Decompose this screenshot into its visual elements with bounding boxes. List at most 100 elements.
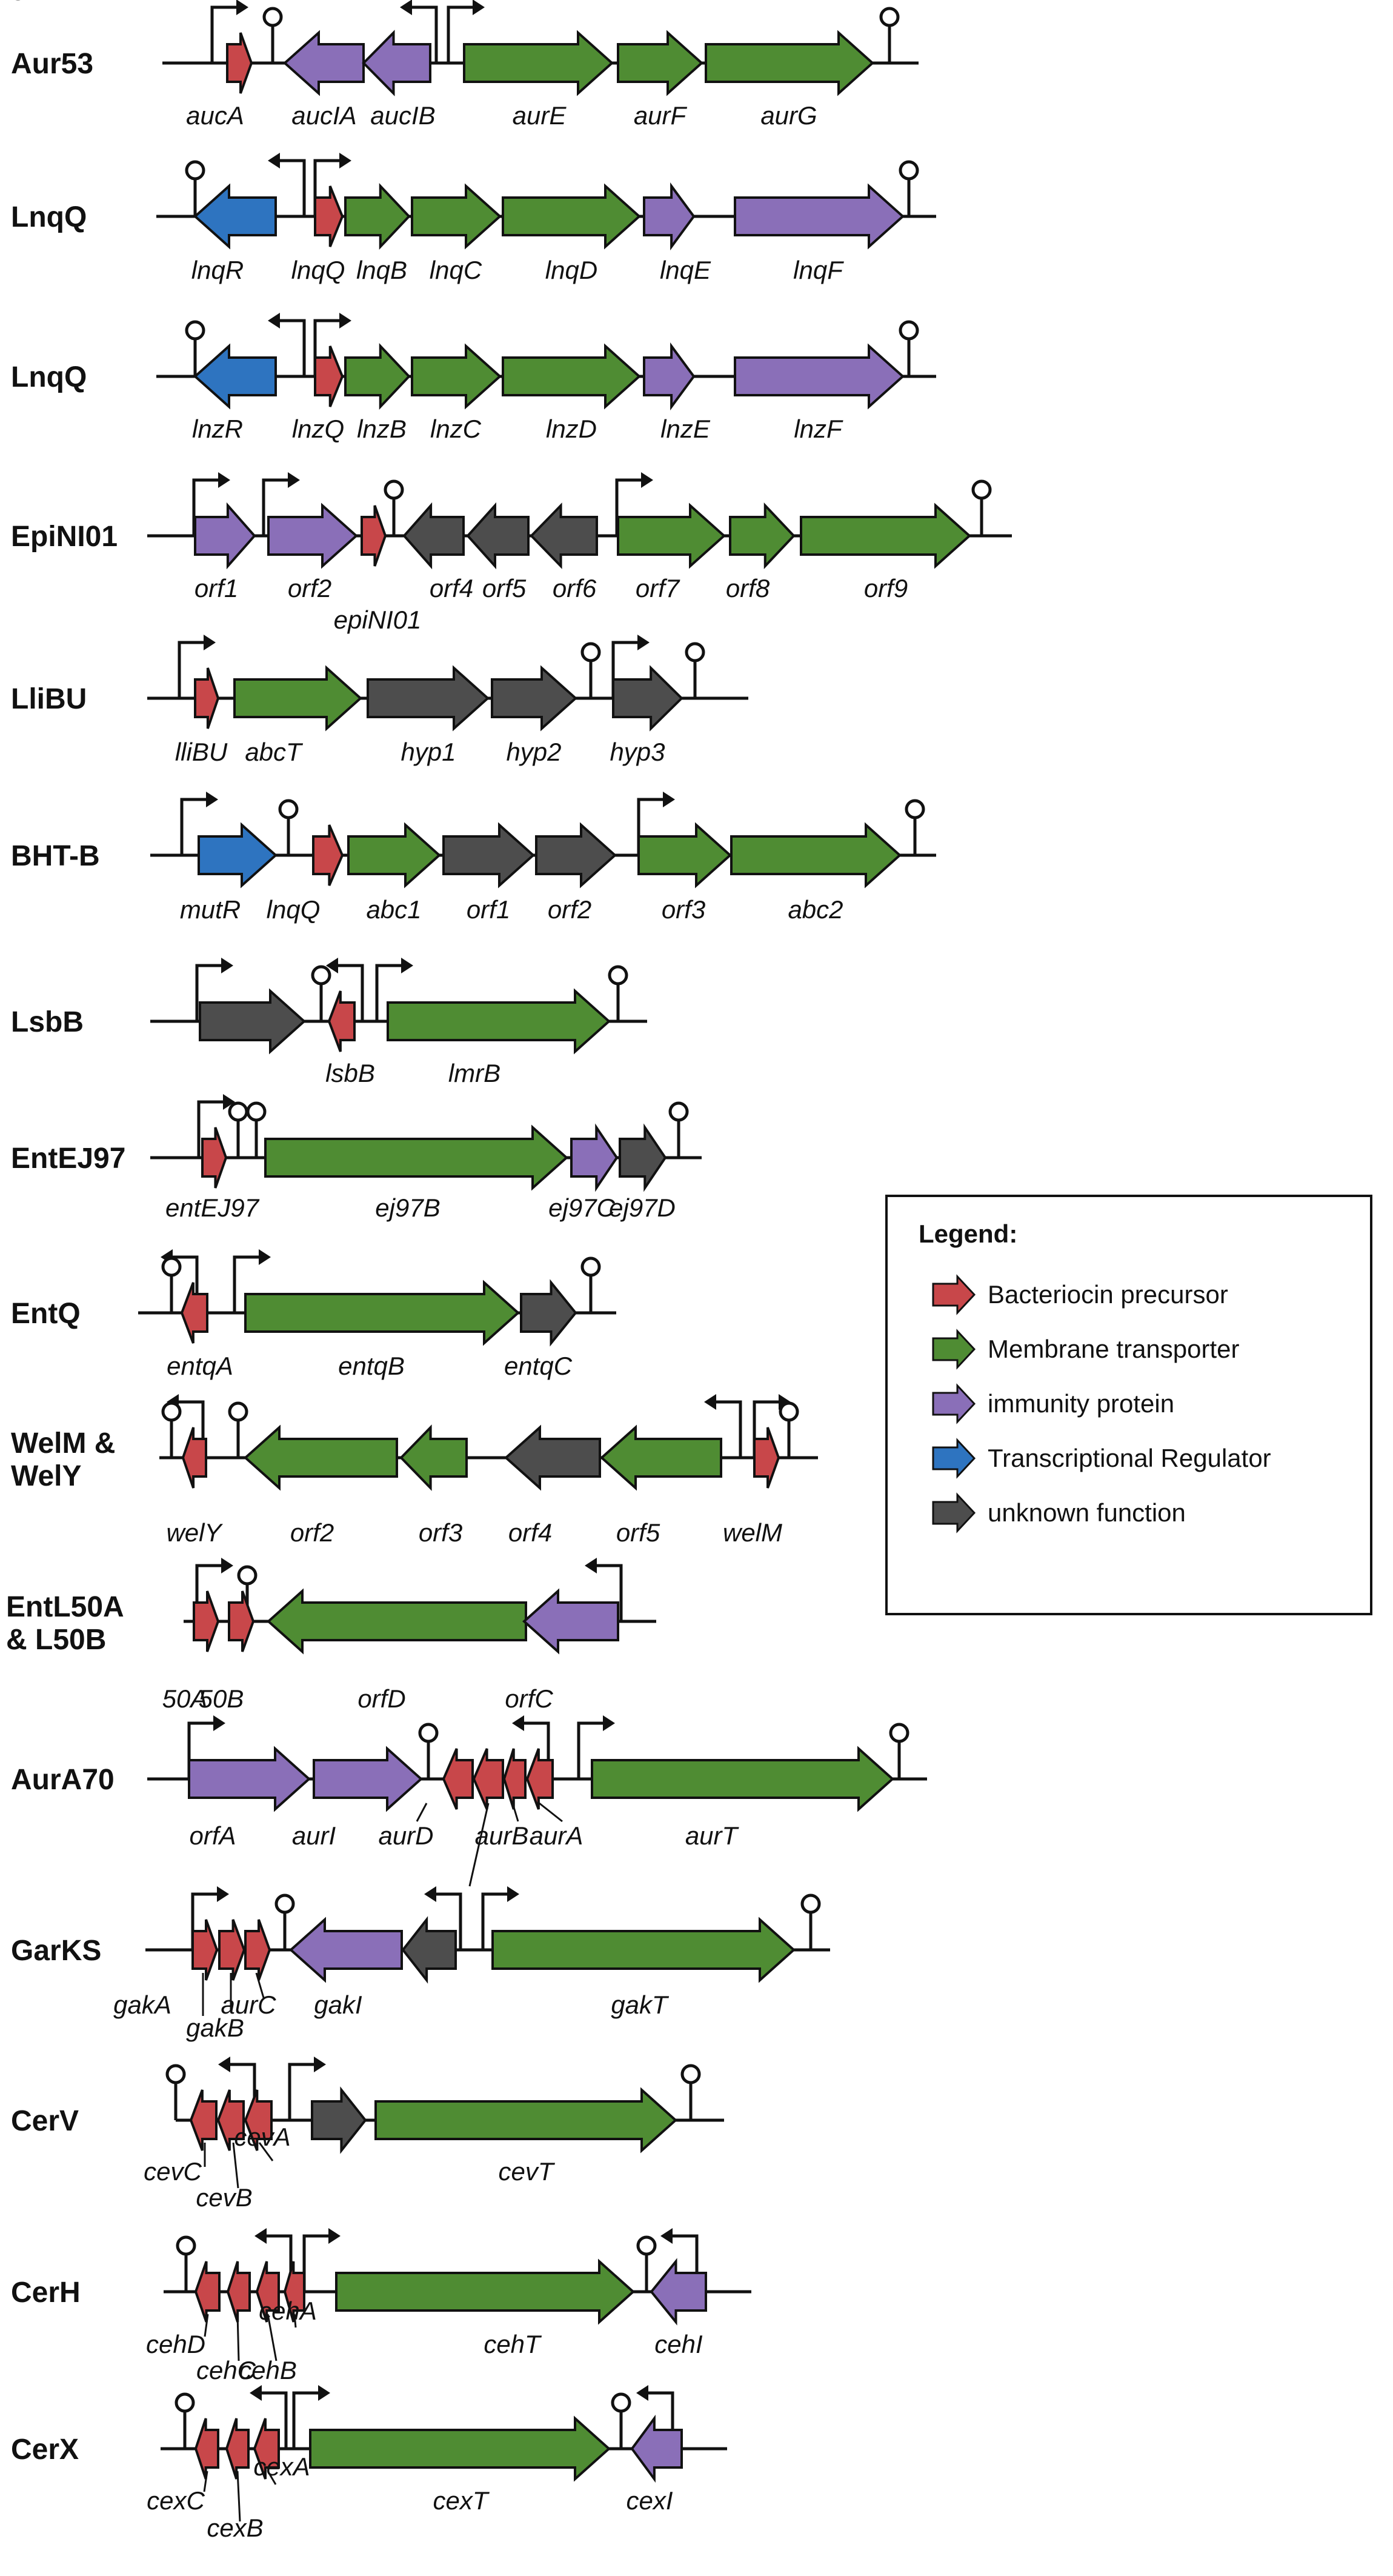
terminator-loop	[246, 1101, 267, 1122]
gene-arrow-cexA	[253, 2418, 280, 2480]
cluster-name: CerV	[11, 2105, 79, 2137]
gene-arrow-cehD	[194, 2261, 221, 2323]
gene-arrow-unnamed	[199, 988, 307, 1055]
gene-label: cevB	[196, 2183, 252, 2212]
gene-label: cehI	[654, 2330, 703, 2358]
gene-label: aurA	[530, 1821, 583, 1850]
label-leader-line	[539, 1802, 563, 1823]
gene-label: gakA	[113, 1990, 171, 2019]
terminator-loop	[228, 1401, 248, 1422]
legend-swatch-immunity	[932, 1383, 976, 1424]
label-leader-line	[267, 2314, 278, 2361]
gene-arrow-cehT	[335, 2258, 636, 2325]
label-leader-line	[203, 2471, 208, 2492]
gene-arrow-cevB	[216, 2089, 245, 2151]
promoter-arrowhead	[221, 958, 233, 973]
gene-arrow-unnamed	[401, 1916, 457, 1984]
gene-arrow-aucIB	[362, 30, 431, 96]
promoter-arrowhead	[236, 0, 248, 15]
gene-label: lnzC	[430, 415, 482, 443]
terminator-loop	[889, 1723, 909, 1743]
gene-arrow-cevT	[374, 2087, 678, 2154]
gene-label: welM	[723, 1518, 782, 1547]
gene-arrow-gakA	[191, 1919, 219, 1981]
gene-label: aurD	[378, 1821, 433, 1850]
label-leader-line	[468, 1803, 490, 1887]
gene-arrow-orf5	[466, 502, 530, 570]
gene-label: ej97B	[375, 1193, 440, 1222]
gene-label: orf9	[864, 574, 908, 602]
gene-arrow-lnqD	[502, 183, 642, 250]
gene-label: lnqQ	[267, 895, 321, 924]
gene-label: hyp2	[506, 738, 561, 766]
gene-arrow-ej97C	[570, 1123, 619, 1192]
promoter-arrowhead	[254, 2228, 267, 2244]
promoter-arrow	[375, 964, 401, 1021]
gene-label: entqC	[504, 1352, 573, 1380]
gene-label: 50B	[199, 1684, 244, 1713]
gene-arrow-gakB	[218, 1919, 246, 1981]
cluster-name: WelY	[11, 1460, 81, 1492]
terminator-loop	[971, 479, 992, 500]
promoter-arrow	[436, 1892, 462, 1950]
terminator-loop	[228, 1101, 248, 1122]
terminator-loop	[175, 2392, 195, 2413]
promoter-arrow	[280, 319, 306, 376]
promoter-arrow	[481, 1892, 507, 1950]
gene-label: abcT	[245, 738, 304, 766]
gene-label: abc1	[366, 895, 421, 924]
gene-arrow-50B	[228, 1590, 255, 1652]
gene-arrow-entqA	[180, 1282, 208, 1344]
legend-label: Membrane transporter	[988, 1335, 1240, 1363]
promoter-arrowhead	[636, 2385, 648, 2401]
gene-arrow-lnzF	[734, 343, 905, 410]
legend-swatch-regulator	[932, 1438, 976, 1479]
gene-arrow-ej97D	[619, 1123, 667, 1192]
gene-arrow-cehI	[650, 2258, 707, 2326]
gene-label: lnzE	[660, 415, 711, 443]
cluster-name: BHT-B	[11, 840, 100, 872]
promoter-arrow	[233, 1255, 259, 1313]
promoter-arrowhead	[400, 0, 412, 15]
promoter-arrowhead	[326, 958, 338, 973]
promoter-arrowhead	[339, 153, 351, 169]
promoter-arrow	[180, 798, 206, 855]
gene-arrow-orf1	[442, 822, 536, 889]
terminator-loop	[899, 160, 919, 181]
gene-arrow-aurD	[442, 1748, 474, 1810]
gene-label: lnqR	[191, 256, 244, 284]
terminator-loop	[237, 1565, 258, 1586]
terminator-loop	[161, 1401, 182, 1422]
gene-arrow-orf2	[535, 822, 617, 889]
gene-label: lnzB	[357, 415, 407, 443]
terminator-loop	[685, 642, 705, 662]
gene-label: aurG	[760, 101, 817, 130]
gene-arrow-lnqR	[193, 183, 277, 250]
gene-label: orf7	[636, 574, 680, 602]
terminator-loop	[161, 1256, 182, 1277]
gene-label: entqA	[167, 1352, 233, 1380]
promoter-arrow	[288, 2063, 314, 2120]
gene-arrow-mutR	[198, 822, 278, 889]
gene-label: gakI	[314, 1990, 362, 2019]
promoter-arrowhead	[641, 472, 653, 488]
legend-label: immunity protein	[988, 1389, 1174, 1418]
promoter-arrow	[210, 5, 236, 63]
terminator-loop	[668, 1101, 689, 1122]
gene-label: orf8	[726, 574, 770, 602]
gene-arrow-cexB	[225, 2418, 250, 2480]
gene-label: orf4	[430, 574, 473, 602]
gene-arrow-lnzE	[643, 342, 696, 411]
gene-arrow-entqB	[244, 1280, 520, 1346]
gene-arrow-aurC	[472, 1748, 504, 1810]
terminator-loop	[262, 7, 283, 27]
promoter-arrow	[292, 2391, 318, 2449]
gene-arrow-unnamed	[311, 2086, 367, 2154]
gene-arrow-hyp3	[612, 665, 683, 732]
promoter-arrowhead	[473, 0, 485, 15]
